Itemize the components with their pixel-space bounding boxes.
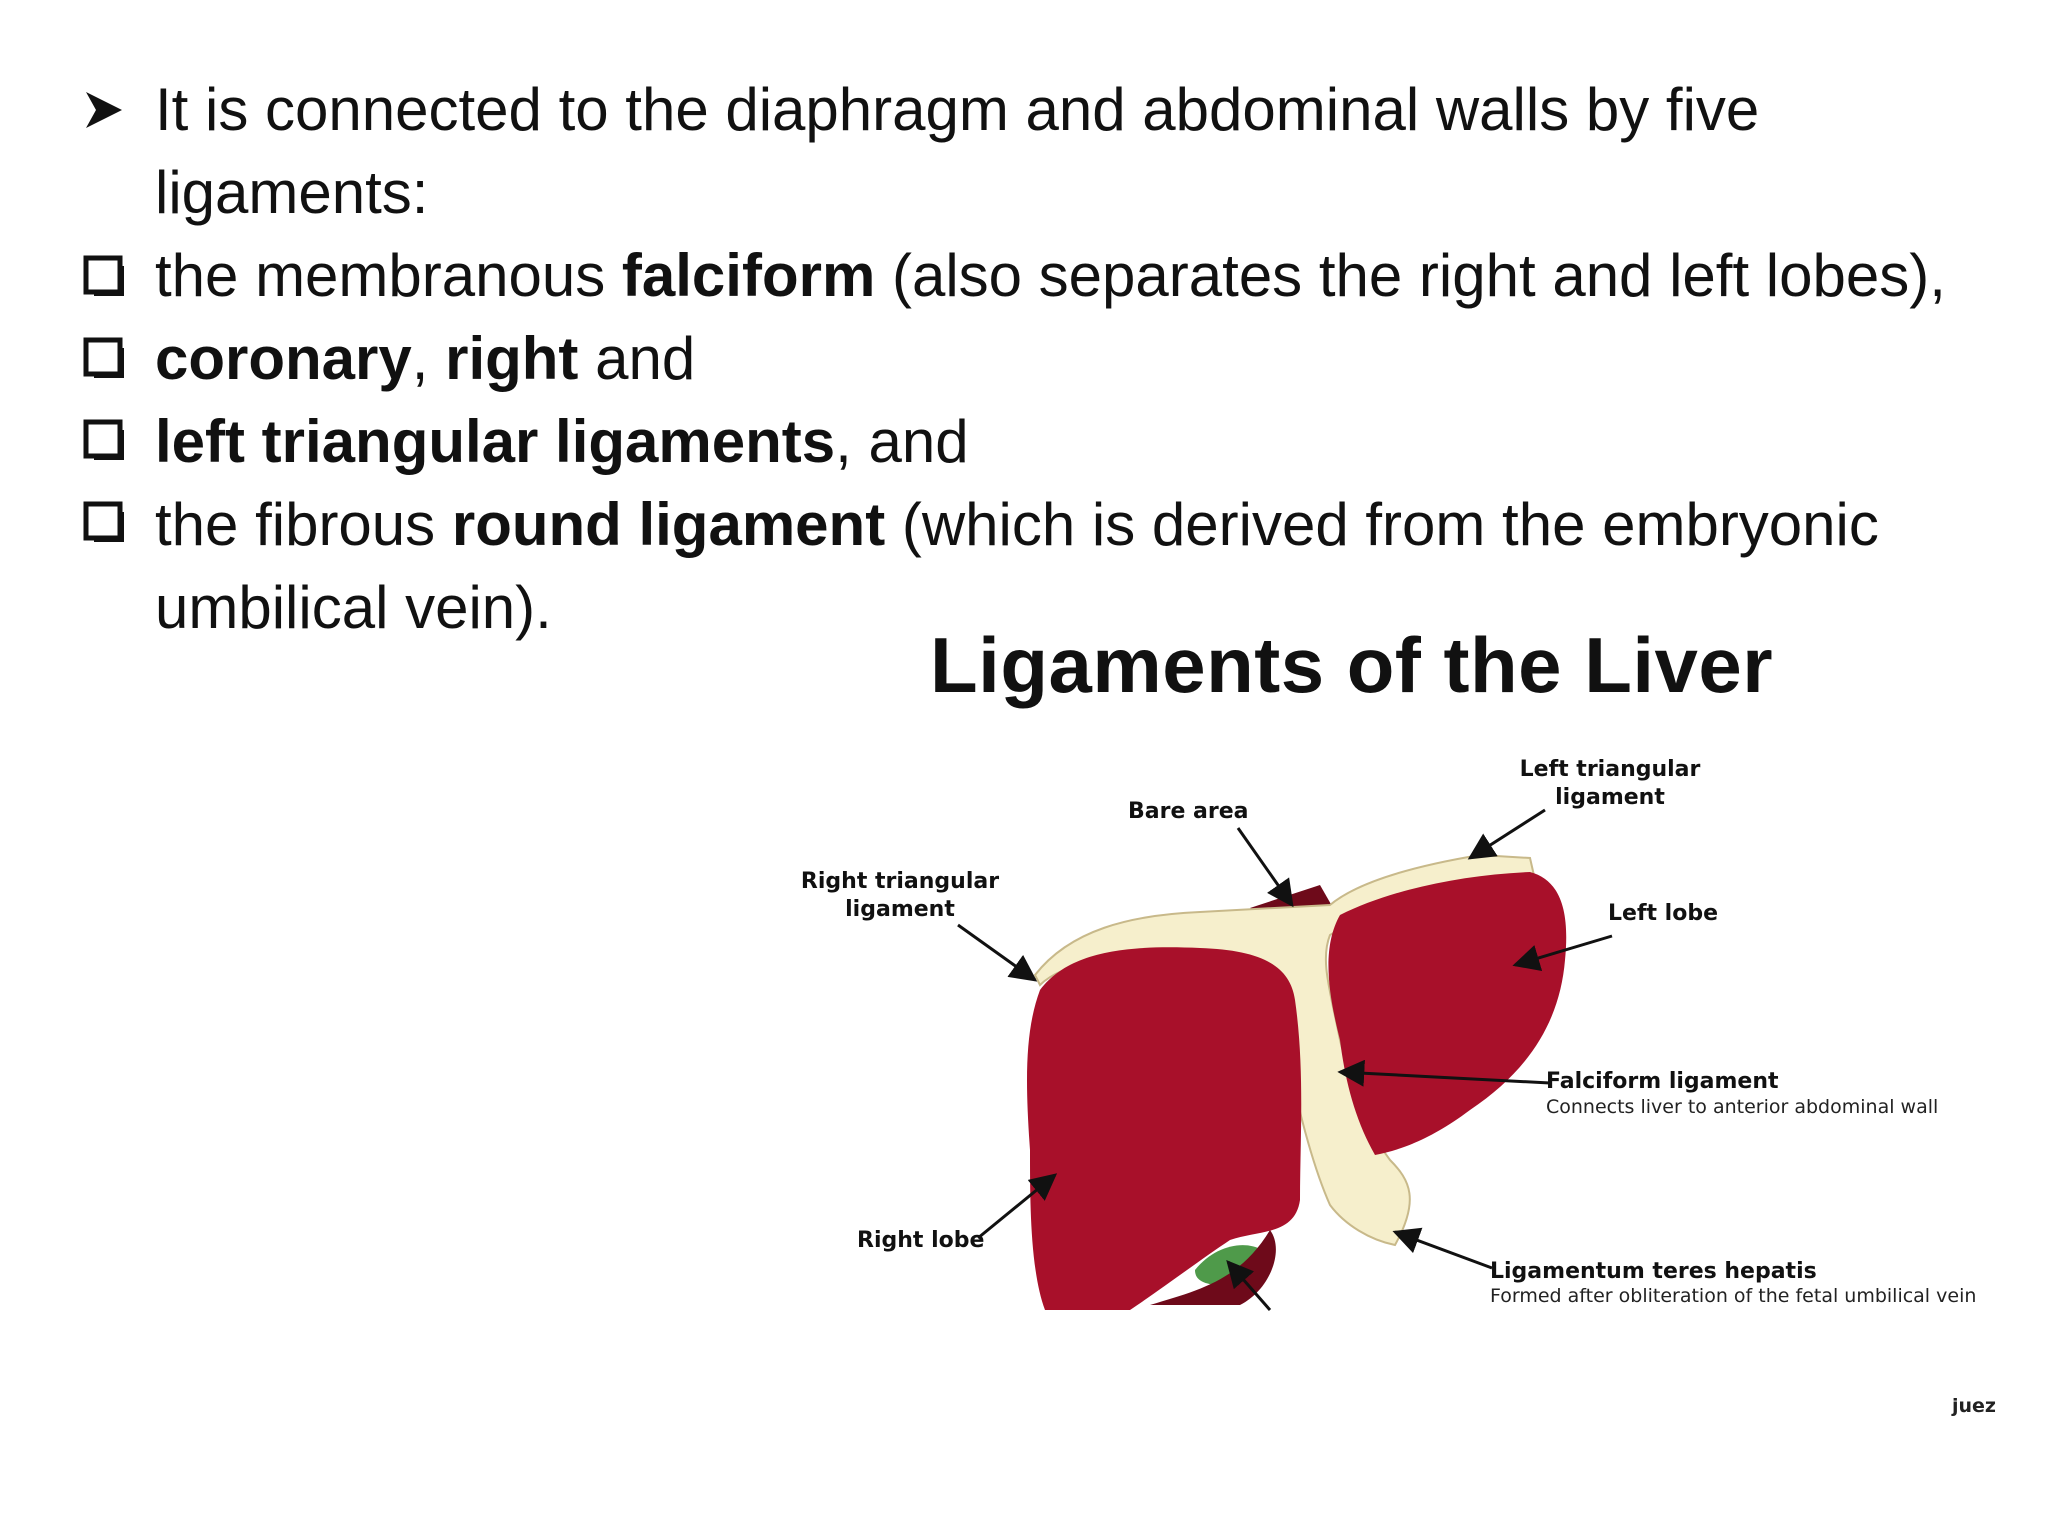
text-run: the fibrous <box>155 491 452 558</box>
checkbox-bullet-icon <box>82 254 126 298</box>
label-falciform-note: Connects liver to anterior abdominal wal… <box>1546 1096 1939 1118</box>
pointer-gallbladder <box>1226 1259 1272 1311</box>
label-left-triangular-line-1: Left triangular <box>1519 757 1701 782</box>
image-credit: juez <box>1952 1395 1996 1417</box>
pointer-falciform <box>1337 1059 1551 1087</box>
label-left-triangular-line-2: ligament <box>1555 785 1665 810</box>
bold-term: right <box>445 325 579 392</box>
pointer-right-triangular <box>957 923 1038 982</box>
label-teres: Ligamentum teres hepatis <box>1490 1259 1817 1284</box>
text-run: , <box>411 325 446 392</box>
text-run: (which is derived from the embryonic <box>885 491 1879 558</box>
label-right-lobe: Right lobe <box>857 1228 985 1253</box>
diagram-title: Ligaments of the Liver <box>930 621 1774 709</box>
pointer-teres <box>1392 1227 1493 1270</box>
text-run: umbilical vein). <box>155 574 552 641</box>
text-run: (also separates the right and left lobes… <box>875 242 1946 309</box>
checkbox-bullet-icon <box>82 418 126 462</box>
bullet-1-line-1: It is connected to the diaphragm and abd… <box>155 72 1759 148</box>
label-teres-note: Formed after obliteration of the fetal u… <box>1490 1285 1977 1307</box>
checkbox-bullet-icon <box>82 336 126 380</box>
label-right-triangular-line-2: ligament <box>845 897 955 922</box>
label-left-lobe: Left lobe <box>1608 901 1719 926</box>
bullet-5-line-1: the fibrous round ligament (which is der… <box>155 487 1879 563</box>
pointer-left-lobe <box>1512 934 1613 971</box>
right-lobe-shape <box>1027 947 1302 1310</box>
pointer-lines <box>957 808 1613 1311</box>
bullet-3-line-1: coronary, right and <box>155 321 695 397</box>
arrow-bullet-icon <box>82 88 126 132</box>
bold-term: coronary <box>155 325 412 392</box>
bullet-4-line-1: left triangular ligaments, and <box>155 404 969 480</box>
pointer-right-lobe <box>977 1173 1058 1240</box>
label-bare-area: Bare area <box>1128 799 1249 824</box>
text-run: , and <box>835 408 969 475</box>
left-lobe-shape <box>1328 872 1567 1155</box>
pointer-left-triangular <box>1467 808 1546 860</box>
checkbox-bullet-icon <box>82 500 126 544</box>
label-right-triangular: Right triangular ligament <box>800 868 1000 924</box>
bold-term: falciform <box>621 242 876 309</box>
pointer-bare-area <box>1236 827 1294 908</box>
liver-shape <box>1027 853 1567 1310</box>
bold-term: left triangular ligaments <box>155 408 836 475</box>
bullet-5-line-2: umbilical vein). <box>155 570 552 646</box>
bullet-2-line-1: the membranous falciform (also separates… <box>155 238 1946 314</box>
label-falciform: Falciform ligament <box>1546 1069 1779 1094</box>
text-run: It is connected to the diaphragm and abd… <box>155 76 1760 143</box>
bullet-1-line-2: ligaments: <box>155 155 428 231</box>
text-run: ligaments: <box>155 159 429 226</box>
text-run: and <box>578 325 696 392</box>
label-right-triangular-line-1: Right triangular <box>800 869 1000 894</box>
label-left-triangular: Left triangular ligament <box>1510 756 1710 812</box>
text-run: the membranous <box>155 242 622 309</box>
bold-term: round ligament <box>451 491 886 558</box>
